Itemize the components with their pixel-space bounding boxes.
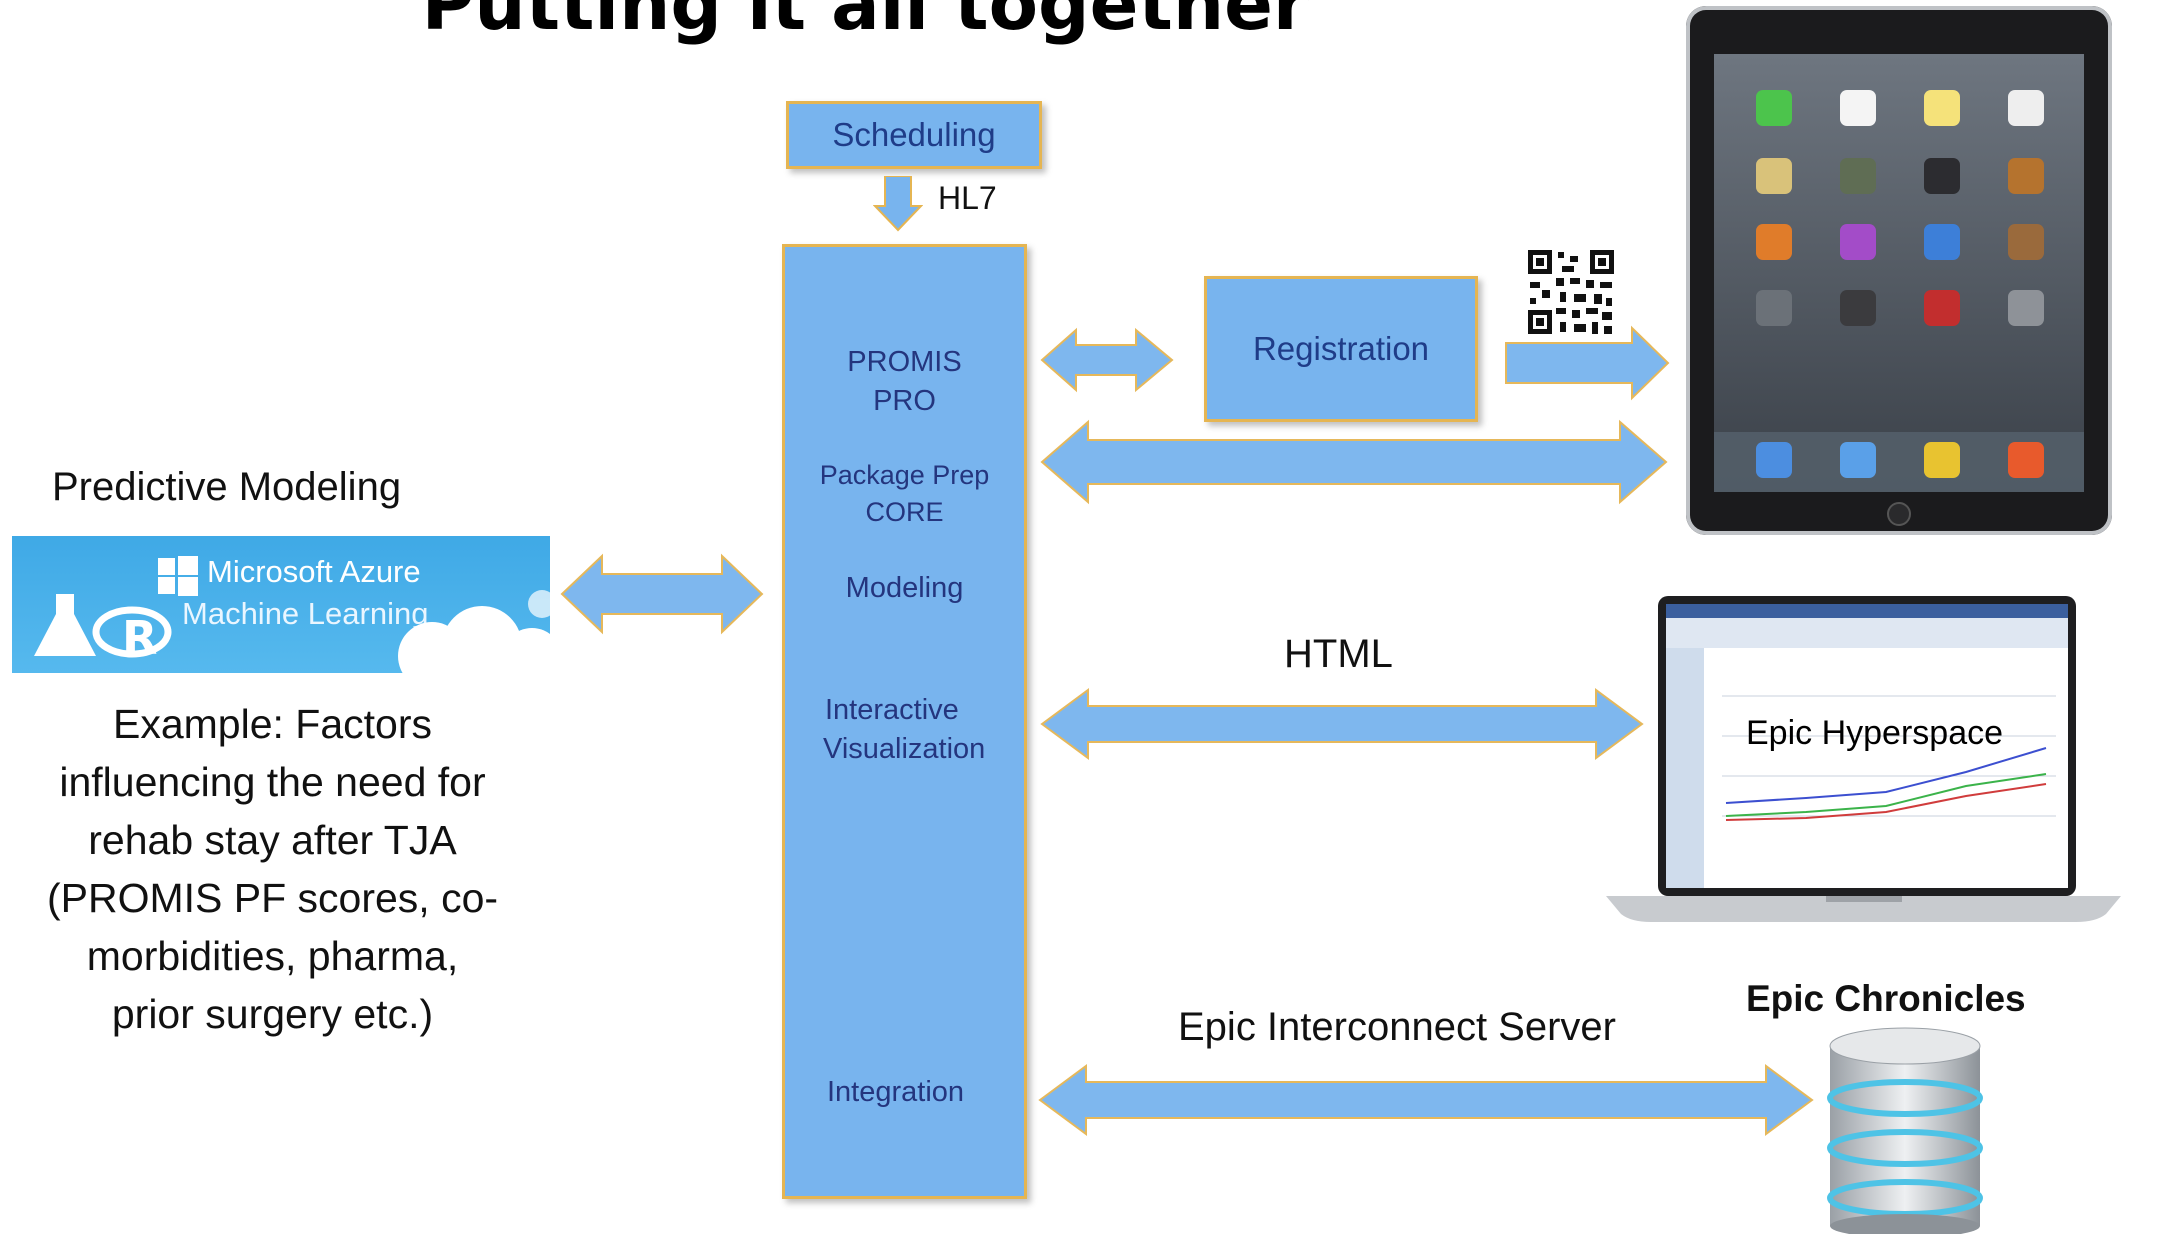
- example-line-4: (PROMIS PF scores, co-: [46, 875, 499, 921]
- registration-box: Registration: [1204, 276, 1478, 422]
- arrow-azure-core: [560, 553, 764, 635]
- modeling-label: Modeling: [845, 572, 964, 604]
- promis-label: PROMIS: [847, 346, 962, 378]
- clouds-decoration: [398, 590, 550, 673]
- example-line-6: prior surgery etc.): [111, 991, 434, 1037]
- epic-interconnect-label: Epic Interconnect Server: [1178, 1005, 1616, 1049]
- database-icon: [1827, 1027, 1983, 1234]
- predictive-modeling-label: Predictive Modeling: [52, 465, 402, 509]
- ipad-device: [1686, 6, 2112, 535]
- laptop-graphic: [1606, 596, 2121, 922]
- epic-chronicles-label: Epic Chronicles: [1746, 978, 2026, 1019]
- example-line-2: influencing the need for: [59, 759, 486, 805]
- epic-hyperspace-label: Epic Hyperspace: [1746, 714, 2004, 752]
- interactive-label: Interactive: [825, 694, 959, 726]
- example-text: Example: Factors influencing the need fo…: [20, 695, 525, 1043]
- windows-logo-icon: [158, 556, 198, 596]
- hl7-label: HL7: [938, 180, 997, 216]
- flask-r-logo-icon: R: [34, 594, 172, 665]
- example-line-5: morbidities, pharma,: [86, 933, 459, 979]
- integration-label: Integration: [827, 1076, 965, 1108]
- arrow-core-chronicles: [1038, 1064, 1814, 1136]
- arrow-core-hyperspace: [1040, 688, 1644, 760]
- diagram-title: Putting it all together: [421, 0, 1309, 46]
- arrow-core-ipad: [1040, 419, 1668, 505]
- scheduling-down-arrow: [873, 176, 923, 232]
- core-label: CORE: [865, 497, 944, 527]
- azure-line2: Machine Learning: [182, 596, 429, 631]
- example-line-3: rehab stay after TJA: [88, 817, 457, 863]
- qr-code-icon: [1526, 248, 1616, 336]
- visualization-label: Visualization: [823, 733, 986, 765]
- scheduling-box: Scheduling: [786, 101, 1042, 169]
- svg-text:R: R: [122, 611, 157, 665]
- html-label: HTML: [1284, 632, 1393, 676]
- pro-label: PRO: [873, 385, 936, 417]
- ipad-screen: [1714, 54, 2084, 526]
- arrow-registration-ipad: [1505, 325, 1670, 401]
- laptop-device: Epic Hyperspace: [1606, 596, 2121, 922]
- azure-line1: Microsoft Azure: [207, 554, 421, 589]
- example-line-1: Example: Factors: [113, 701, 432, 747]
- package-prep-label: Package Prep: [819, 460, 990, 490]
- azure-ml-banner: Microsoft Azure Machine Learning R: [12, 536, 550, 673]
- arrow-core-registration: [1040, 327, 1174, 393]
- core-platform-box: PROMIS PRO Package Prep CORE Modeling In…: [782, 244, 1027, 1199]
